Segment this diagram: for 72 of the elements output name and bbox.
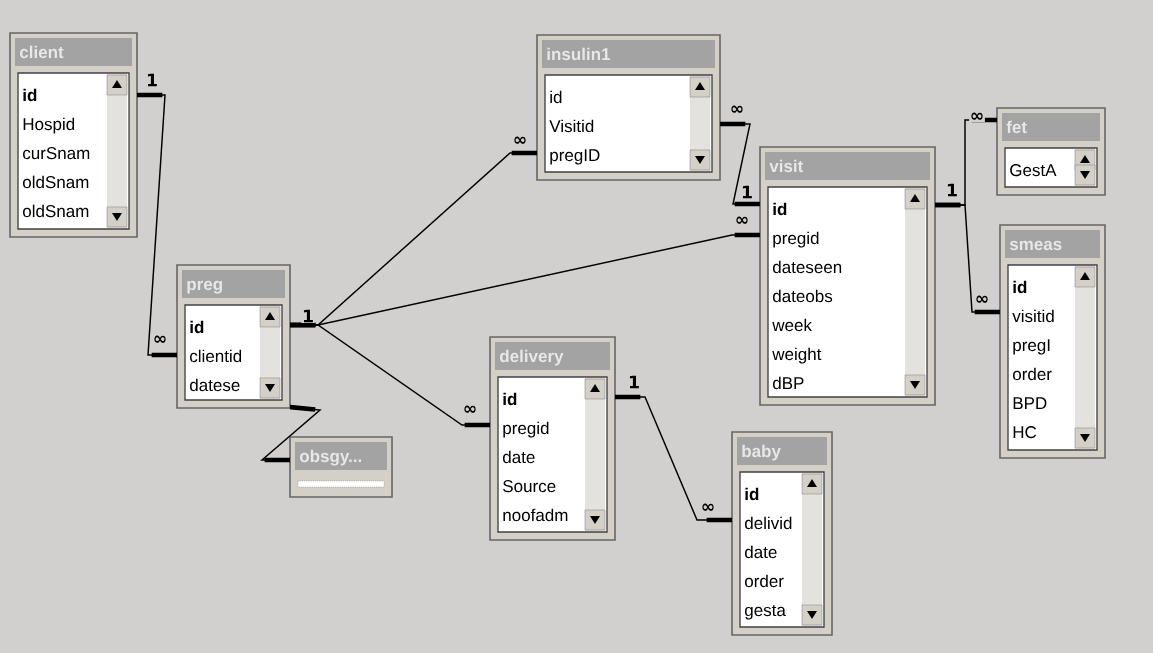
field-name: order <box>1013 367 1052 381</box>
cardinality-label: 1 <box>945 183 959 197</box>
cardinality-label: ∞ <box>462 404 478 416</box>
cardinality-label: 1 <box>301 309 315 323</box>
field-name: id <box>745 487 759 501</box>
field-name: id <box>1013 280 1027 294</box>
field-name: BPD <box>1013 397 1047 409</box>
cardinality-label: 1 <box>627 375 641 389</box>
field-name: Source <box>503 480 556 493</box>
table-window <box>489 336 616 541</box>
field-name: id <box>550 90 562 104</box>
field-name: Hospid <box>23 117 75 134</box>
field-name: gesta <box>745 605 786 620</box>
field-name: id <box>190 320 204 334</box>
cardinality-label: ∞ <box>700 502 716 514</box>
field-name: pregID <box>550 149 600 165</box>
field-name: date <box>503 450 535 464</box>
table-window <box>996 107 1106 196</box>
field-name: dateobs <box>773 289 833 303</box>
table-window <box>9 32 138 238</box>
field-name: pregid <box>773 231 819 248</box>
field-name: id <box>23 88 37 102</box>
table-window <box>289 436 393 498</box>
field-name: HC <box>1013 426 1037 439</box>
table-window <box>536 34 721 181</box>
cardinality-label: ∞ <box>512 135 528 147</box>
cardinality-label: ∞ <box>969 111 985 123</box>
field-name: delivid <box>745 516 792 530</box>
field-name: datese <box>190 378 240 392</box>
relationship-line <box>260 404 322 463</box>
table-window <box>999 224 1106 459</box>
field-name: noofadm <box>503 508 568 522</box>
cardinality-label: 1 <box>145 73 159 87</box>
field-name: dBP <box>773 376 804 390</box>
field-name: oldSnam <box>23 204 89 218</box>
table-window <box>176 264 291 409</box>
field-name: GestA <box>1010 164 1057 177</box>
title-bar: fet <box>1002 113 1100 141</box>
title-bar: client <box>15 38 132 66</box>
field-name: curSnam <box>23 147 90 160</box>
cardinality-label: ∞ <box>734 215 750 227</box>
field-name: visitid <box>1012 309 1054 323</box>
title-bar: visit <box>765 152 930 180</box>
title-bar: smeas <box>1005 230 1100 258</box>
title-bar: preg <box>182 270 285 298</box>
field-name: dateseen <box>773 260 842 274</box>
title-bar: obsgy... <box>295 442 387 470</box>
relationship-line <box>290 322 490 428</box>
field-name: id <box>773 202 787 216</box>
relationship-line <box>935 202 1000 315</box>
relationship-line <box>615 394 732 523</box>
title-bar: insulin1 <box>542 40 715 68</box>
relationship-line <box>720 121 760 207</box>
title-bar: baby <box>737 437 827 465</box>
cardinality-label: ∞ <box>729 104 745 116</box>
field-name: pregI <box>1013 339 1050 355</box>
field-name: week <box>772 318 812 332</box>
field-name: weight <box>772 347 822 364</box>
field-name: Visitid <box>549 119 594 133</box>
field-name: oldSnam <box>23 175 89 189</box>
field-name: order <box>745 574 784 588</box>
field-name: date <box>745 545 777 559</box>
field-name: id <box>503 392 517 406</box>
cardinality-label: 1 <box>740 185 754 199</box>
table-window <box>731 431 833 636</box>
field-name: pregid <box>503 421 549 438</box>
relationship-line <box>137 92 177 358</box>
cardinality-label: ∞ <box>974 294 990 306</box>
title-bar: delivery <box>495 342 610 370</box>
cardinality-label: ∞ <box>152 334 168 346</box>
table-window <box>759 146 936 406</box>
field-name: clientid <box>190 349 242 363</box>
